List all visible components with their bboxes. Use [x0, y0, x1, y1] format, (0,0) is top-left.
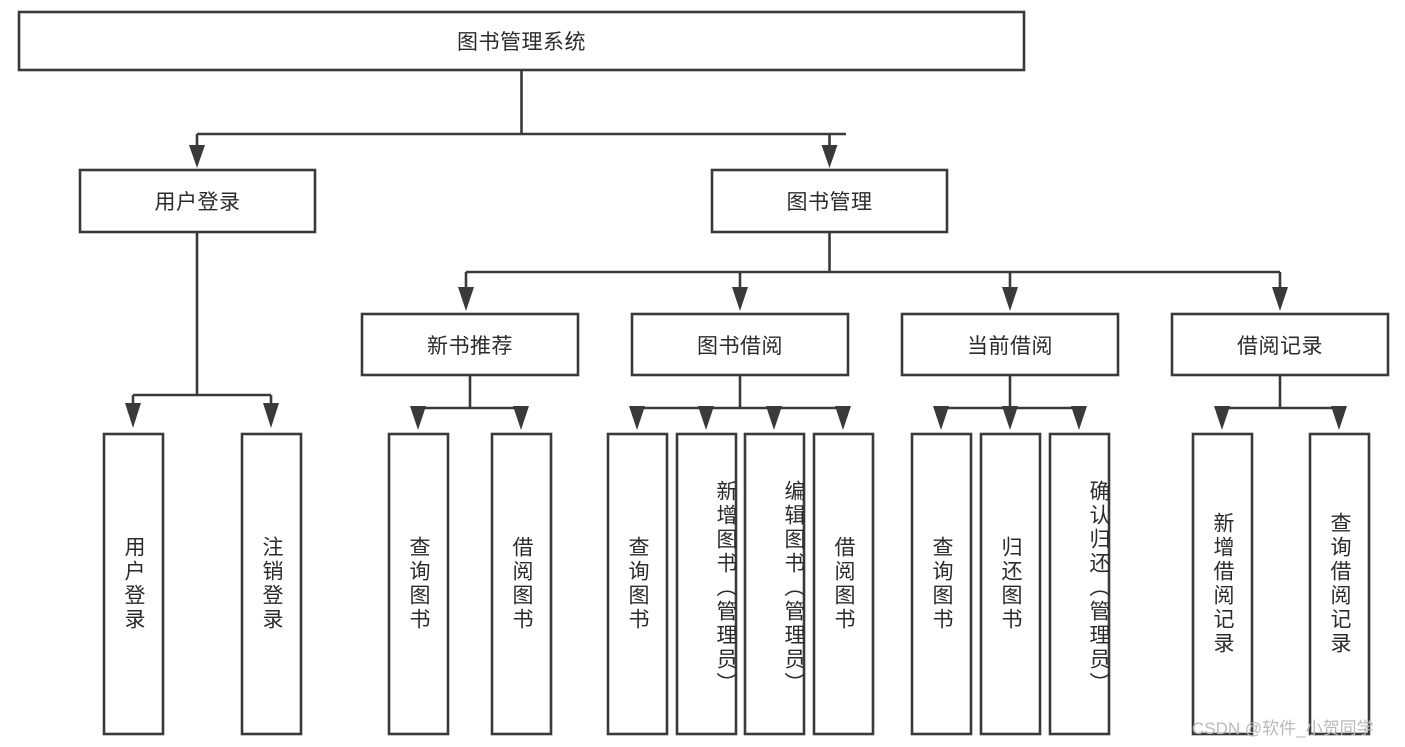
node-current-borrow[interactable]	[900, 312, 1120, 377]
connector-root-to-level2	[189, 70, 846, 168]
node-root[interactable]	[17, 10, 1026, 72]
node-user-login[interactable]	[78, 168, 317, 234]
node-book-borrow[interactable]	[630, 312, 850, 377]
leaf-box[interactable]	[675, 432, 738, 736]
leaf-box[interactable]	[812, 432, 875, 736]
leaf-box[interactable]	[910, 432, 973, 736]
leaf-box[interactable]	[979, 432, 1042, 736]
node-new-book-recommend[interactable]	[360, 312, 580, 377]
leaf-box[interactable]	[1308, 432, 1371, 736]
connector-bookmgmt-to-level3	[458, 232, 1288, 311]
leaf-box[interactable]	[387, 432, 450, 736]
connector-borrow-to-leaves	[629, 375, 851, 430]
connector-current-to-leaves	[933, 375, 1087, 430]
leaf-box[interactable]	[606, 432, 669, 736]
leaf-box[interactable]	[490, 432, 553, 736]
connector-newbook-to-leaves	[410, 375, 529, 430]
connector-userlogin-to-leaves	[125, 232, 279, 428]
node-borrow-record[interactable]	[1170, 312, 1390, 377]
leaf-box[interactable]	[1191, 432, 1254, 736]
connector-record-to-leaves	[1214, 375, 1347, 430]
leaf-box[interactable]	[743, 432, 806, 736]
leaf-box[interactable]	[102, 432, 165, 736]
leaf-box[interactable]	[240, 432, 303, 736]
node-book-management[interactable]	[710, 168, 949, 234]
leaf-box[interactable]	[1048, 432, 1111, 736]
